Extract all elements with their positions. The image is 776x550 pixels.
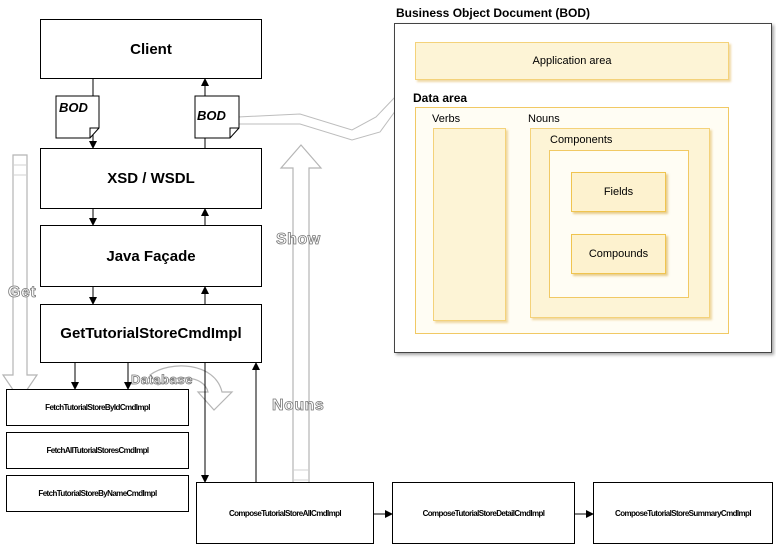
fetch-by-id-cmd-box[interactable]: FetchTutorialStoreByIdCmdImpl (6, 389, 189, 426)
bod-document-icon-left (55, 95, 100, 139)
compose-detail-cmd-box[interactable]: ComposeTutorialStoreDetailCmdImpl (392, 482, 575, 544)
verbs-box (433, 128, 506, 321)
bod-callout (237, 94, 397, 141)
bod-label-left: BOD (59, 100, 88, 115)
show-flow-arrow (279, 144, 323, 491)
compounds-box: Compounds (571, 234, 666, 274)
compose-summary-cmd-box[interactable]: ComposeTutorialStoreSummaryCmdImpl (593, 482, 773, 544)
get-tutorial-store-cmd-box[interactable]: GetTutorialStoreCmdImpl (40, 304, 262, 363)
components-label: Components (550, 134, 613, 146)
compounds-label: Compounds (588, 248, 649, 260)
data-area-label: Data area (413, 91, 468, 105)
xsd-wsdl-box[interactable]: XSD / WSDL (40, 148, 262, 209)
bod-panel-title: Business Object Document (BOD) (396, 6, 591, 20)
verbs-label: Verbs (432, 113, 461, 125)
bod-document-icon-right (194, 95, 240, 139)
bod-panel: Application area Data area Verbs Nouns C… (394, 23, 772, 353)
compose-all-cmd-box[interactable]: ComposeTutorialStoreAllCmdImpl (196, 482, 374, 544)
nouns-flow-label: Nouns (272, 397, 325, 415)
application-area-box: Application area (415, 42, 729, 80)
get-flow-label: Get (8, 284, 37, 302)
database-flow-arrow (149, 365, 234, 411)
bod-label-right: BOD (197, 108, 226, 123)
nouns-label: Nouns (528, 113, 560, 125)
fetch-by-name-cmd-box[interactable]: FetchTutorialStoreByNameCmdImpl (6, 475, 189, 512)
database-flow-label: Database (131, 372, 193, 388)
get-flow-arrow (1, 154, 39, 402)
fetch-all-cmd-box[interactable]: FetchAllTutorialStoresCmdImpl (6, 432, 189, 469)
show-flow-label: Show (276, 231, 321, 249)
client-box[interactable]: Client (40, 19, 262, 79)
java-facade-box[interactable]: Java Façade (40, 225, 262, 287)
fields-label: Fields (603, 186, 634, 198)
fields-box: Fields (571, 172, 666, 212)
application-area-label: Application area (532, 55, 612, 67)
